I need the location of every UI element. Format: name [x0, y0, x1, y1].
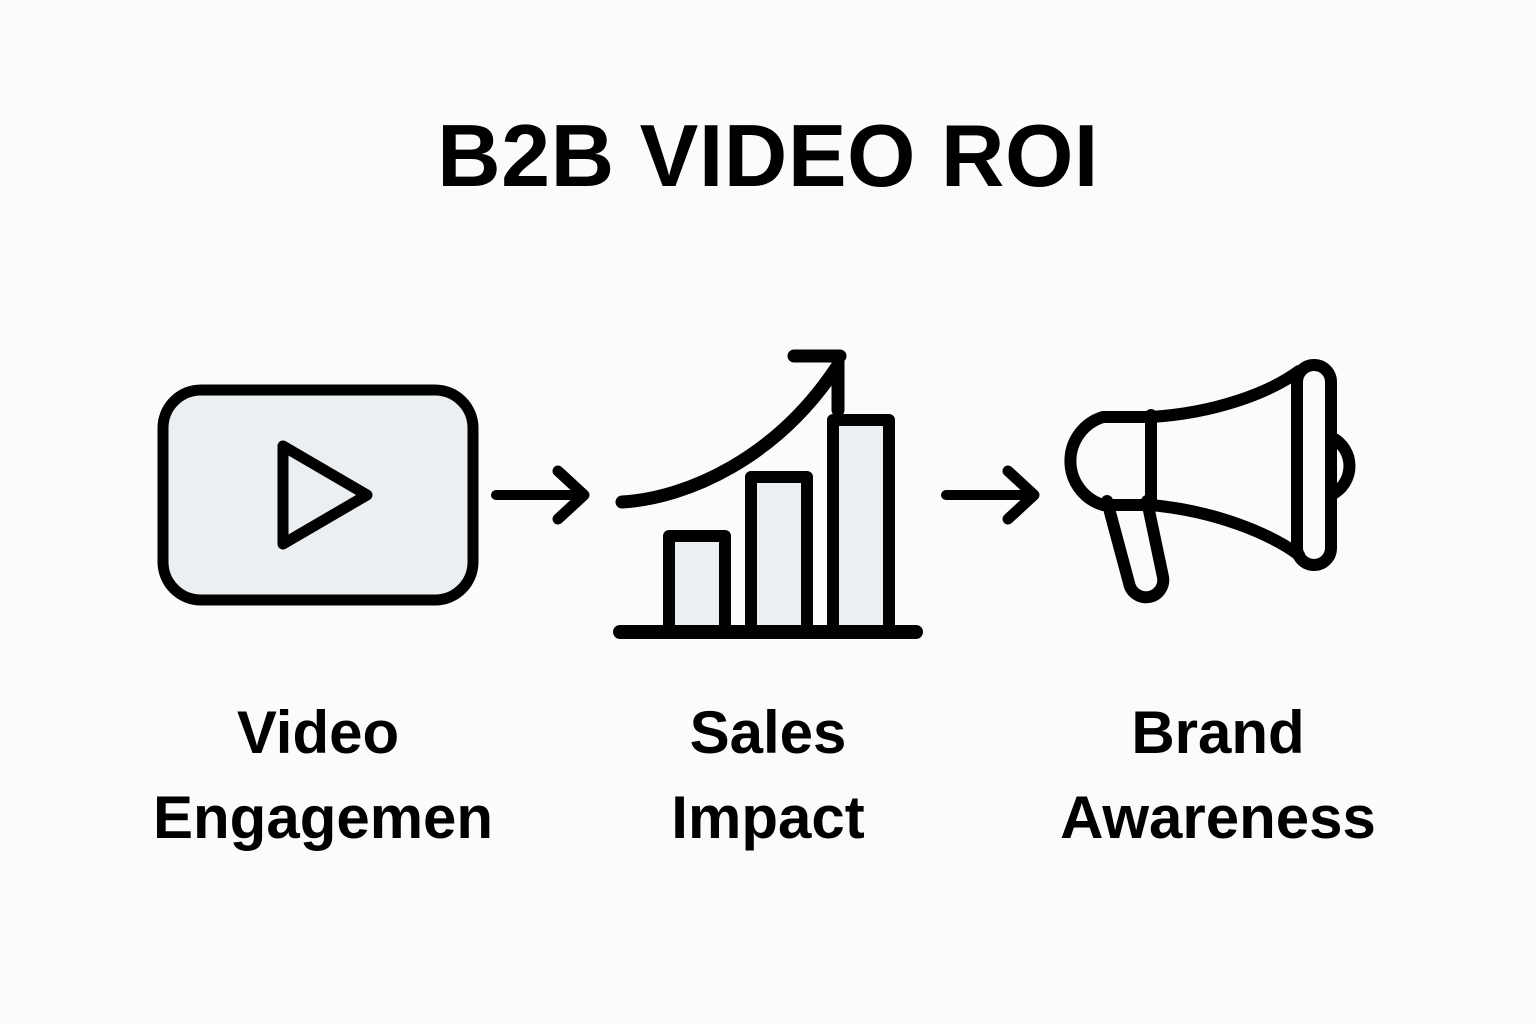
step-video-engagement[interactable]: [153, 330, 483, 660]
label-line-1: Video: [236, 699, 400, 766]
step-brand-awareness[interactable]: [1053, 330, 1383, 660]
label-sales-impact: Sales Impact: [603, 690, 933, 860]
connector-2: [933, 330, 1053, 660]
page-title: B2B VIDEO ROI: [437, 106, 1099, 205]
arrow-right-icon: [488, 460, 598, 530]
bar-chart-growth-icon: [608, 340, 928, 650]
label-line-2: Impact: [671, 784, 865, 852]
arrow-right-icon: [938, 460, 1048, 530]
label-line-1: Brand: [1131, 699, 1305, 766]
label-line-1: Sales: [689, 699, 847, 766]
megaphone-icon: [1063, 355, 1373, 635]
flow-row: [0, 330, 1536, 660]
video-player-icon: [153, 380, 483, 610]
label-line-2: Engagemen: [153, 784, 494, 852]
label-video-engagement: Video Engagemen: [153, 690, 494, 860]
connector-1: [483, 330, 603, 660]
step-sales-impact[interactable]: [603, 330, 933, 660]
labels-row: Video Engagemen Sales Impact Brand Aware…: [0, 690, 1536, 890]
label-brand-awareness: Brand Awareness: [1053, 690, 1383, 860]
label-line-2: Awareness: [1060, 784, 1376, 852]
